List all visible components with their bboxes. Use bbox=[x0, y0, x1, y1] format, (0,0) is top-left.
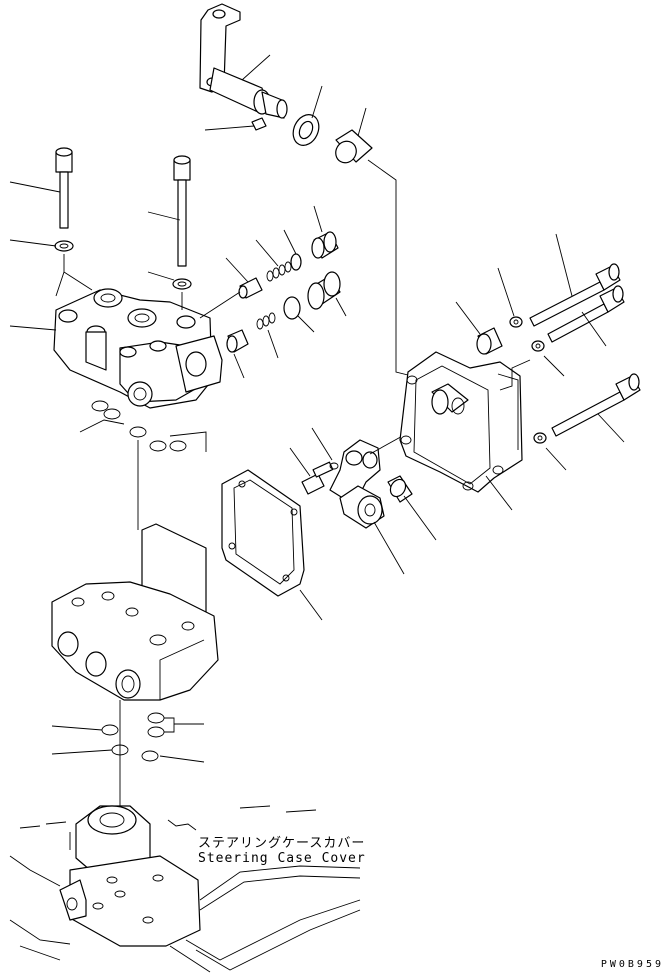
valve-body bbox=[9, 254, 223, 409]
bolt-left bbox=[9, 147, 74, 252]
cotter-pin-part bbox=[204, 117, 267, 131]
reference-label-japanese: ステアリングケースカバー bbox=[198, 836, 366, 851]
lever-part bbox=[199, 3, 288, 119]
lever-arm-part bbox=[329, 403, 461, 575]
bushing-part bbox=[335, 107, 421, 379]
long-bolt-lower bbox=[533, 373, 641, 471]
small-bushing-part bbox=[387, 475, 437, 541]
housing-part bbox=[399, 351, 523, 511]
plunger-set-lower bbox=[226, 271, 347, 379]
bolt-right bbox=[147, 155, 192, 290]
small-bolt-part bbox=[289, 427, 339, 495]
o-ring-group-upper bbox=[79, 400, 207, 530]
seal-ring-part bbox=[292, 85, 323, 146]
spacer-part bbox=[455, 301, 503, 355]
gasket-part bbox=[221, 469, 323, 621]
reference-label-english: Steering Case Cover bbox=[198, 851, 366, 866]
long-bolt-upper bbox=[497, 233, 621, 328]
leader-line bbox=[499, 359, 531, 391]
steering-case-cover bbox=[9, 805, 361, 973]
figure-code: PW0B959 bbox=[600, 959, 664, 970]
long-bolt-middle bbox=[531, 285, 625, 377]
valve-block-middle bbox=[51, 523, 219, 701]
plunger-set-upper bbox=[199, 205, 339, 319]
